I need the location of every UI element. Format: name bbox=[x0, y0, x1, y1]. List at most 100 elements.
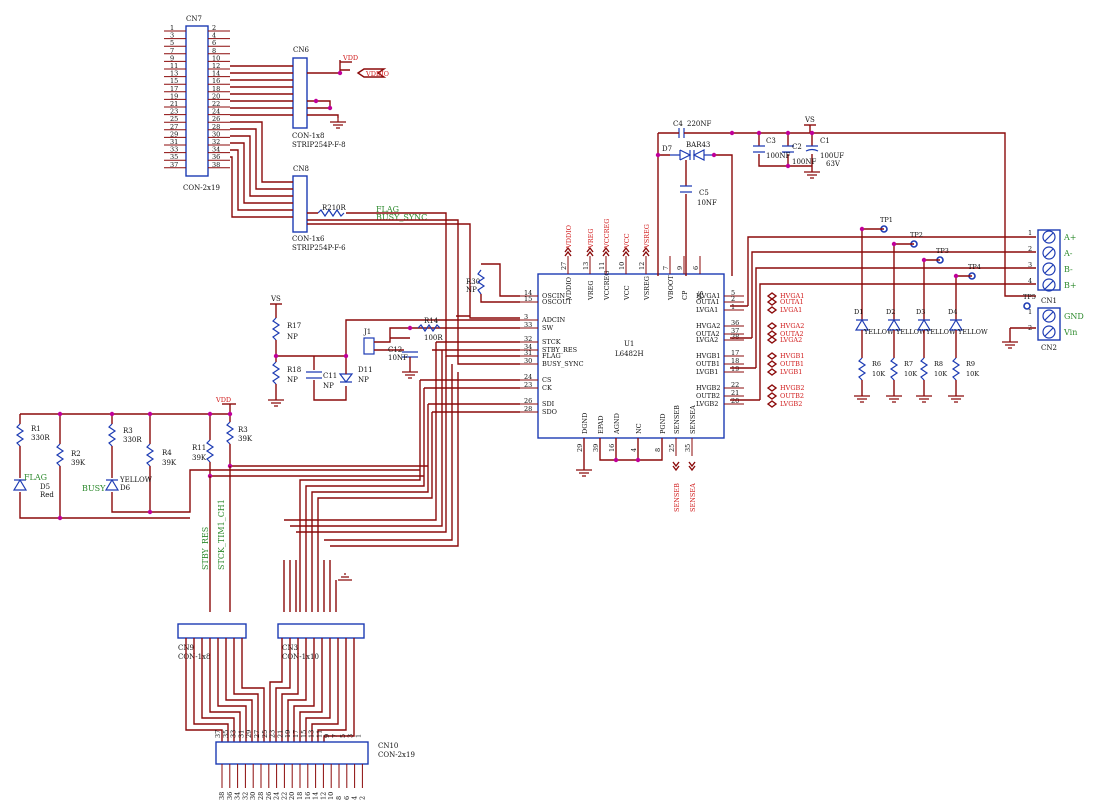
resistor-ref: R7 bbox=[904, 360, 913, 368]
resistor-ref: R9 bbox=[966, 360, 975, 368]
cn10-pin-label: 9 bbox=[323, 734, 331, 738]
u1-part: L6482H bbox=[615, 350, 644, 358]
sense-flag-arrow bbox=[672, 461, 680, 472]
gate-net-flag bbox=[766, 306, 778, 314]
cn7-pin-label: 28 bbox=[212, 123, 220, 131]
cn10-pin-label: 10 bbox=[327, 792, 335, 800]
led-d5-ref: D5 bbox=[40, 483, 50, 491]
led-resistor bbox=[889, 357, 899, 381]
led-resistor bbox=[919, 357, 929, 381]
supply-pin-label: GND bbox=[1064, 312, 1084, 321]
cn10-pin-label: 4 bbox=[351, 796, 359, 800]
u1-pin-name: SW bbox=[542, 324, 553, 332]
cn7-pin-label: 16 bbox=[212, 77, 220, 85]
c4-val: 220NF bbox=[687, 120, 711, 128]
cn8-part: STRIP254P-F-6 bbox=[292, 244, 346, 252]
r3b-ref: R3 bbox=[238, 426, 248, 434]
c5-ref: C5 bbox=[699, 189, 709, 197]
cn10-pin-label: 19 bbox=[284, 730, 292, 738]
r11-ref: R11 bbox=[192, 444, 206, 452]
cn10-pin-label: 35 bbox=[222, 730, 230, 738]
u1-pin-name: SDO bbox=[542, 408, 557, 416]
cn7-pin-label: 31 bbox=[170, 138, 178, 146]
net-busy-sync: BUSY_SYNC bbox=[376, 213, 427, 222]
u1-pin-name: OUTA1 bbox=[696, 298, 720, 306]
u1-pin-name: SDI bbox=[542, 400, 555, 408]
sense-flag-label: SENSEB bbox=[673, 483, 681, 512]
cn7-pin-label: 29 bbox=[170, 130, 178, 138]
cn7-body bbox=[185, 25, 209, 177]
resistor-val: 10K bbox=[872, 370, 885, 378]
motor-pin-label: B+ bbox=[1064, 281, 1077, 290]
cn7-pin-label: 24 bbox=[212, 108, 220, 116]
u1-pin-number: 3 bbox=[524, 313, 528, 321]
motor-pin-label: A- bbox=[1063, 249, 1073, 258]
r14-ref: R14 bbox=[424, 317, 439, 325]
cn10-pin-label: 36 bbox=[226, 792, 234, 800]
cn7-pin-label: 38 bbox=[212, 161, 220, 169]
r21-val: 0R bbox=[336, 204, 346, 212]
r2-ref: R2 bbox=[71, 450, 81, 458]
motor-pin-label: A+ bbox=[1063, 233, 1076, 242]
cn10-pin-label: 30 bbox=[249, 792, 257, 800]
c1-voltage: 63V bbox=[826, 160, 841, 168]
u1-pin-name: CK bbox=[542, 384, 552, 392]
c1-val: 100UF bbox=[820, 152, 844, 160]
u1-pin-number: 30 bbox=[524, 357, 532, 365]
u1-pin-number: 37 bbox=[731, 327, 739, 335]
u1-pin-number: 16 bbox=[608, 444, 616, 452]
u1-pin-name: VCC bbox=[623, 285, 631, 301]
cn10-ref: CN10 bbox=[378, 742, 398, 750]
u1-pin-number: 13 bbox=[582, 262, 590, 270]
cn10-pin-label: 16 bbox=[304, 792, 312, 800]
r18-val: NP bbox=[287, 376, 298, 384]
cn7-pin-label: 22 bbox=[212, 100, 220, 108]
u1-pin-name: NC bbox=[635, 423, 643, 434]
cn7-pin-label: 4 bbox=[212, 32, 216, 40]
testpoint-wire bbox=[893, 243, 914, 320]
testpoint-wire bbox=[955, 275, 972, 320]
cn10-pin-label: 24 bbox=[273, 792, 281, 800]
r21-ref: R21 bbox=[322, 204, 336, 212]
motor-pin-number: 3 bbox=[1028, 261, 1032, 269]
u1-pin-number: 8 bbox=[654, 448, 662, 452]
u1-pin-number: 36 bbox=[731, 319, 739, 327]
led-color: YELLOW bbox=[895, 328, 926, 336]
u1-pin-number: 22 bbox=[731, 381, 739, 389]
u1-pin-name: OSCIN bbox=[542, 292, 565, 300]
r21: R21 0R bbox=[317, 204, 346, 218]
cn10-pin-label: 23 bbox=[269, 730, 277, 738]
r3b-val: 39K bbox=[238, 435, 253, 443]
u1-pin-name: SENSEA bbox=[689, 405, 697, 434]
cn7-pin-label: 20 bbox=[212, 92, 220, 100]
screw-terminal-icon bbox=[1042, 325, 1056, 339]
cn10-body bbox=[215, 741, 369, 765]
cn10-pin-label: 22 bbox=[280, 792, 288, 800]
led-flag-label: FLAG bbox=[24, 473, 47, 482]
u1-pin-name: PGND bbox=[659, 414, 667, 434]
r1-val: 330R bbox=[31, 434, 50, 442]
c3-ref: C3 bbox=[766, 137, 776, 145]
u1-pin-number: 17 bbox=[731, 349, 739, 357]
u1-pin-number: 39 bbox=[592, 444, 600, 452]
cn10-pin-label: 3 bbox=[347, 734, 355, 738]
adcin-network: VS R17 NP R18 NP C11 NP D11 NP J1 C12 10… bbox=[268, 295, 520, 407]
cn10-pin-label: 14 bbox=[312, 792, 320, 800]
cn7-pin-label: 37 bbox=[170, 161, 178, 169]
cn7-pin-label: 26 bbox=[212, 115, 220, 123]
testpoint-wire bbox=[861, 228, 884, 320]
u1-pin-number: 23 bbox=[524, 381, 532, 389]
led-color: YELLOW bbox=[925, 328, 956, 336]
r17-val: NP bbox=[287, 333, 298, 341]
vddio-flag: VDDIO bbox=[365, 70, 389, 78]
power-flag-label: VREG bbox=[587, 228, 595, 249]
u1-pin-number: 32 bbox=[524, 335, 532, 343]
gate-net-label: HVGA2 bbox=[780, 322, 804, 330]
power-flag-arrow bbox=[622, 246, 630, 257]
cn7-pin-label: 36 bbox=[212, 153, 220, 161]
gate-net-label: LVGA2 bbox=[780, 336, 802, 344]
r30-ref: R30 bbox=[466, 278, 480, 286]
u1-pin-number: 20 bbox=[731, 397, 739, 405]
gate-net-label: OUTA2 bbox=[780, 330, 804, 338]
